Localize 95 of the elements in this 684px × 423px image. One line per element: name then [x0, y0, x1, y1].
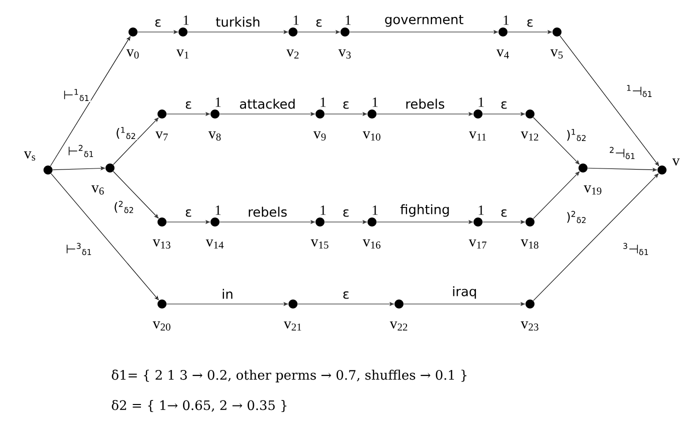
- edge-label: ε: [501, 209, 507, 217]
- node-dot: [474, 110, 482, 118]
- node-label: v$_{7}$: [155, 131, 168, 141]
- node-label: v$_{12}$: [520, 131, 538, 141]
- node-weight: 1: [504, 16, 509, 25]
- node-label: v$_{22}$: [390, 321, 408, 331]
- node-dot: [106, 164, 114, 172]
- node-dot: [526, 300, 534, 308]
- node-dot: [128, 28, 138, 36]
- edge-label: ε: [186, 209, 192, 217]
- node-label: v$_{19}$: [584, 185, 602, 195]
- node-label: v$_{20}$: [152, 321, 170, 331]
- node-dot: [498, 28, 508, 36]
- formula-text: δ2 = { 1→ 0.65, 2 → 0.35 }: [112, 400, 286, 412]
- edge-label: ε: [186, 101, 192, 109]
- edge-label: government: [385, 14, 464, 27]
- node-label: v$_{2}$: [286, 49, 299, 59]
- node-dot: [210, 110, 220, 118]
- node-dot: [526, 218, 534, 226]
- edge-label: )$^{1}$δ2: [565, 128, 588, 142]
- edge-label: turkish: [216, 16, 260, 27]
- edge-label: ⊢$^{3}$δ1: [64, 242, 94, 256]
- node-weight: 1: [320, 206, 326, 215]
- node-label: v: [672, 158, 680, 166]
- node-label: v$_{11}$: [468, 131, 486, 141]
- edge-label: ($^{2}$δ2: [112, 200, 136, 214]
- node-weight: 1: [478, 98, 484, 107]
- node-weight: 1: [478, 206, 484, 215]
- node-weight: 1: [216, 206, 221, 215]
- node-dot: [368, 218, 376, 226]
- node-label: v$_{4}$: [496, 49, 509, 59]
- node-dot: [474, 218, 482, 226]
- edge-label: $^{3}$⊣$_{δ1}$: [622, 242, 650, 256]
- node-dot: [44, 166, 52, 174]
- node-dot: [578, 164, 588, 172]
- edge-label: fighting: [400, 204, 449, 217]
- node-label: v$_{8}$: [208, 131, 221, 141]
- node-weight: 1: [346, 16, 351, 25]
- node-dot: [658, 166, 666, 174]
- edge-label: ε: [155, 19, 161, 27]
- edge-label: rebels: [248, 206, 287, 217]
- node-label: v$_{14}$: [206, 239, 224, 249]
- node-dot: [368, 110, 376, 118]
- node-label: v$_{23}$: [520, 321, 538, 331]
- node-dot: [316, 218, 324, 226]
- node-weight: 1: [184, 16, 189, 25]
- edge-label: ($^{1}$δ2: [114, 126, 138, 140]
- node-dot: [340, 28, 350, 36]
- node-dot: [178, 28, 188, 36]
- node-dot: [552, 28, 562, 36]
- node-dot: [316, 110, 324, 118]
- arrow: [50, 173, 159, 300]
- edge-label: )$^{2}$δ2: [565, 210, 588, 224]
- edge-label: ⊢$^{1}$δ1: [62, 88, 91, 102]
- node-label: v$_{16}$: [362, 239, 380, 249]
- node-label: v$_{10}$: [362, 131, 380, 141]
- edge-label: ⊢$^{2}$δ1: [66, 144, 96, 158]
- node-dot: [288, 28, 298, 36]
- node-dot: [526, 110, 534, 118]
- edge-label: ε: [527, 19, 533, 27]
- formula-text: δ1= { 2 1 3 → 0.2, other perms → 0.7, shuffles → 0.1 }: [112, 370, 466, 382]
- node-label: v$_{s}$: [24, 151, 36, 161]
- node-label: v$_{5}$: [550, 49, 563, 59]
- node-weight: 1: [372, 98, 378, 107]
- edge-label: attacked: [240, 98, 295, 109]
- edge-label: iraq: [453, 286, 476, 299]
- node-label: v$_{1}$: [176, 49, 188, 59]
- node-weight: 1: [320, 98, 326, 107]
- node-dot: [158, 110, 166, 118]
- node-dot: [394, 300, 404, 308]
- node-label: v$_{0}$: [126, 49, 139, 59]
- edge-label: ε: [343, 291, 349, 299]
- node-label: v$_{13}$: [152, 239, 170, 249]
- edge-label: $^{2}$⊣$_{δ1}$: [608, 146, 637, 160]
- node-label: v$_{21}$: [284, 321, 302, 331]
- edge-label: rebels: [406, 98, 444, 109]
- edge-label: in: [222, 288, 232, 299]
- node-weight: 1: [216, 98, 221, 107]
- node-dot: [288, 300, 298, 308]
- edge-label: ε: [343, 209, 349, 217]
- node-label: v$_{6}$: [91, 185, 104, 195]
- edge-label: $^{1}$⊣$_{δ1}$: [625, 84, 654, 98]
- edge-label: ε: [316, 19, 322, 27]
- node-dot: [158, 218, 166, 226]
- node-label: v$_{3}$: [338, 49, 351, 59]
- node-dot: [158, 300, 166, 308]
- node-label: v$_{9}$: [313, 131, 326, 141]
- edge-label: ε: [501, 101, 507, 109]
- node-label: v$_{18}$: [520, 239, 538, 249]
- node-dot: [210, 218, 220, 226]
- node-label: v$_{15}$: [310, 239, 328, 249]
- edge-label: ε: [343, 101, 349, 109]
- node-weight: 1: [294, 16, 299, 25]
- node-weight: 1: [372, 206, 378, 215]
- node-label: v$_{17}$: [468, 239, 486, 249]
